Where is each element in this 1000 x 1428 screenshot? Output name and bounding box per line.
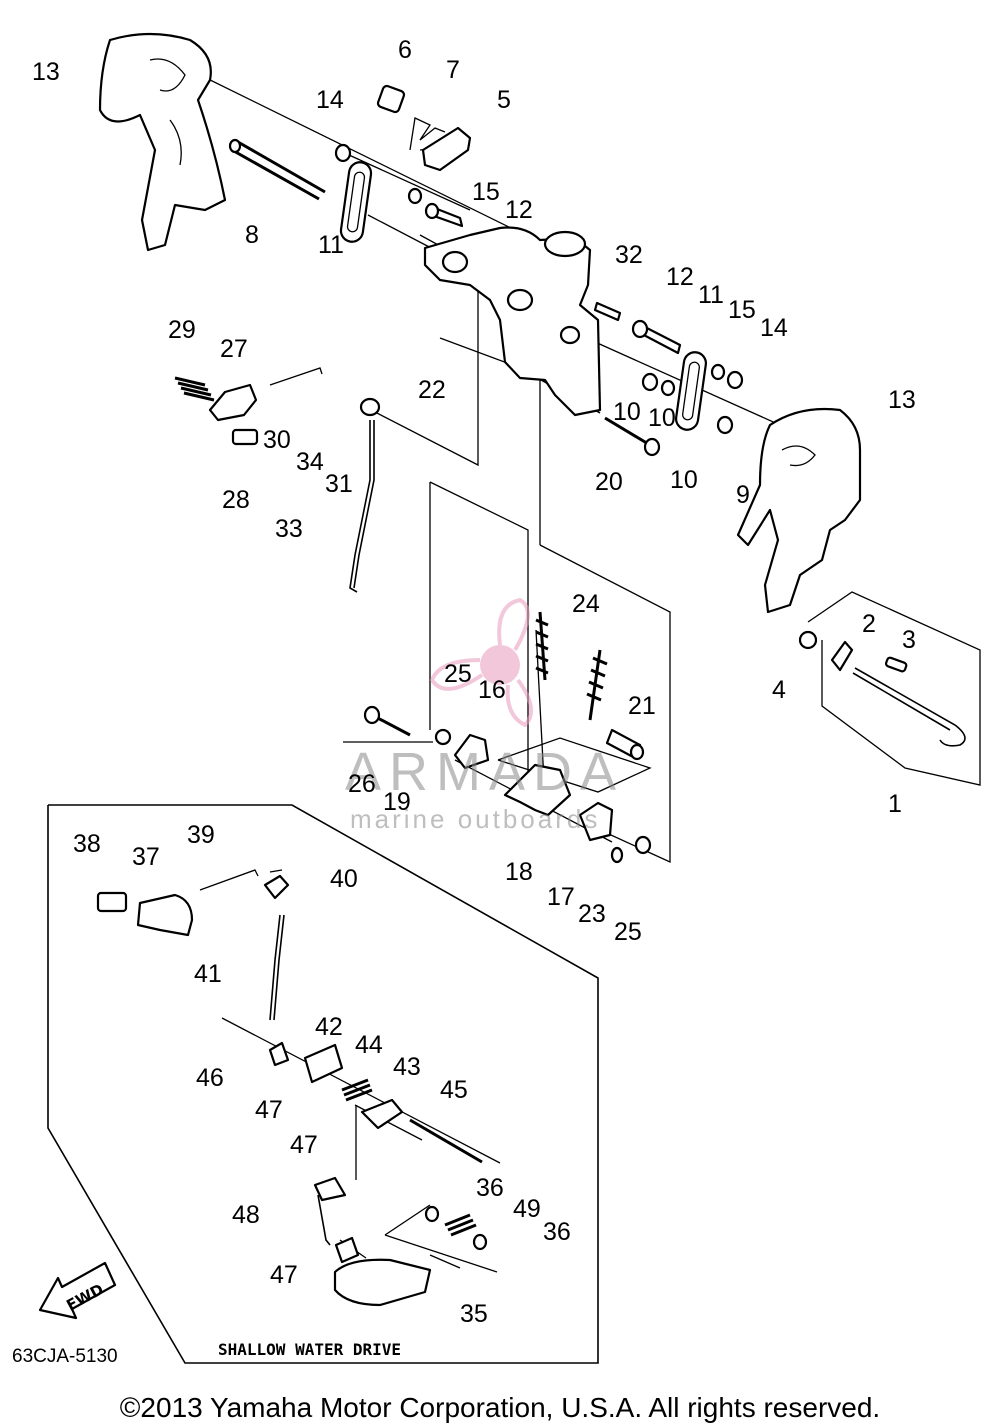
callout-14: 14: [760, 314, 788, 342]
callout-22: 22: [418, 376, 446, 404]
callout-10: 10: [670, 466, 698, 494]
callout-14: 14: [316, 86, 344, 114]
callout-1: 1: [888, 790, 902, 818]
right-side-cover: [736, 407, 862, 614]
watermark-logo-blade: [505, 678, 534, 728]
drawing-code: 63CJA-5130: [12, 1346, 118, 1367]
callout-25: 25: [614, 918, 642, 946]
callout-42: 42: [315, 1013, 343, 1041]
callout-4: 4: [772, 676, 786, 704]
lever-arm-group: [798, 630, 966, 747]
callout-12: 12: [505, 196, 533, 224]
tilt-lock-group: [453, 733, 614, 842]
callout-13: 13: [32, 58, 60, 86]
callout-46: 46: [196, 1064, 224, 1092]
top-lever-group: [376, 84, 472, 172]
callout-21: 21: [628, 692, 656, 720]
callout-44: 44: [355, 1031, 383, 1059]
callout-15: 15: [728, 296, 756, 324]
inset-frame: [47, 804, 599, 1364]
callout-29: 29: [168, 316, 196, 344]
callout-15: 15: [472, 178, 500, 206]
callout-18: 18: [505, 858, 533, 886]
callout-35: 35: [460, 1300, 488, 1328]
left-side-cover: [98, 32, 227, 252]
callout-5: 5: [497, 86, 511, 114]
callout-36: 36: [476, 1174, 504, 1202]
callout-48: 48: [232, 1201, 260, 1229]
callout-36: 36: [543, 1218, 571, 1246]
callout-40: 40: [330, 865, 358, 893]
callout-17: 17: [547, 883, 575, 911]
callout-47: 47: [255, 1096, 283, 1124]
pin-21: [605, 728, 645, 761]
callout-45: 45: [440, 1076, 468, 1104]
bolts: [363, 202, 682, 737]
link-plate-11-right: [675, 351, 707, 431]
callout-16: 16: [478, 676, 506, 704]
watermark-logo-blade: [429, 658, 484, 691]
callout-3: 3: [902, 626, 916, 654]
callout-38: 38: [73, 830, 101, 858]
callout-2: 2: [862, 610, 876, 638]
callout-10: 10: [613, 398, 641, 426]
callout-34: 34: [296, 448, 324, 476]
callout-10: 10: [648, 404, 676, 432]
callout-19: 19: [383, 788, 411, 816]
callout-41: 41: [194, 960, 222, 988]
callout-25: 25: [444, 660, 472, 688]
parts: [96, 32, 966, 1307]
watermark-logo-blade: [497, 597, 530, 651]
callout-37: 37: [132, 843, 160, 871]
clamp-bracket-body: [423, 226, 602, 417]
link-plate-11-left: [339, 161, 373, 243]
link-rod-33: [349, 420, 375, 593]
callout-11: 11: [318, 231, 344, 259]
watermark-tagline: marine outboards: [350, 804, 600, 834]
callout-28: 28: [222, 486, 250, 514]
callouts: 1 2 3 4 5 6 7 8 9 10 10 10 11 11 12 12 1…: [32, 36, 916, 1328]
callout-27: 27: [220, 335, 248, 363]
inset-parts: [96, 869, 488, 1307]
callout-33: 33: [275, 515, 303, 543]
watermark: ARMADA marine outboards: [345, 597, 624, 834]
left-mechanism-group: [174, 367, 323, 446]
callout-30: 30: [263, 426, 291, 454]
springs-24: [535, 611, 608, 721]
callout-12: 12: [666, 263, 694, 291]
callout-6: 6: [398, 36, 412, 64]
callout-32: 32: [615, 241, 643, 269]
callout-31: 31: [325, 470, 353, 498]
callout-47: 47: [290, 1131, 318, 1159]
washers: [334, 143, 744, 864]
callout-9: 9: [736, 481, 750, 509]
fwd-arrow: FWD: [38, 1261, 117, 1320]
callout-11: 11: [698, 281, 724, 309]
copyright-notice: ©2013 Yamaha Motor Corporation, U.S.A. A…: [119, 1392, 881, 1423]
callout-7: 7: [446, 56, 460, 84]
watermark-brand: ARMADA: [345, 742, 624, 802]
watermark-logo-hub: [480, 645, 520, 685]
callout-20: 20: [595, 468, 623, 496]
inset-title: SHALLOW WATER DRIVE: [218, 1340, 401, 1359]
callout-49: 49: [513, 1195, 541, 1223]
callout-47: 47: [270, 1261, 298, 1289]
callout-39: 39: [187, 821, 215, 849]
callout-24: 24: [572, 590, 600, 618]
callout-13: 13: [888, 386, 916, 414]
callout-26: 26: [348, 770, 376, 798]
callout-8: 8: [245, 221, 259, 249]
callout-23: 23: [578, 900, 606, 928]
callout-43: 43: [393, 1053, 421, 1081]
shaft-8: [228, 138, 326, 201]
